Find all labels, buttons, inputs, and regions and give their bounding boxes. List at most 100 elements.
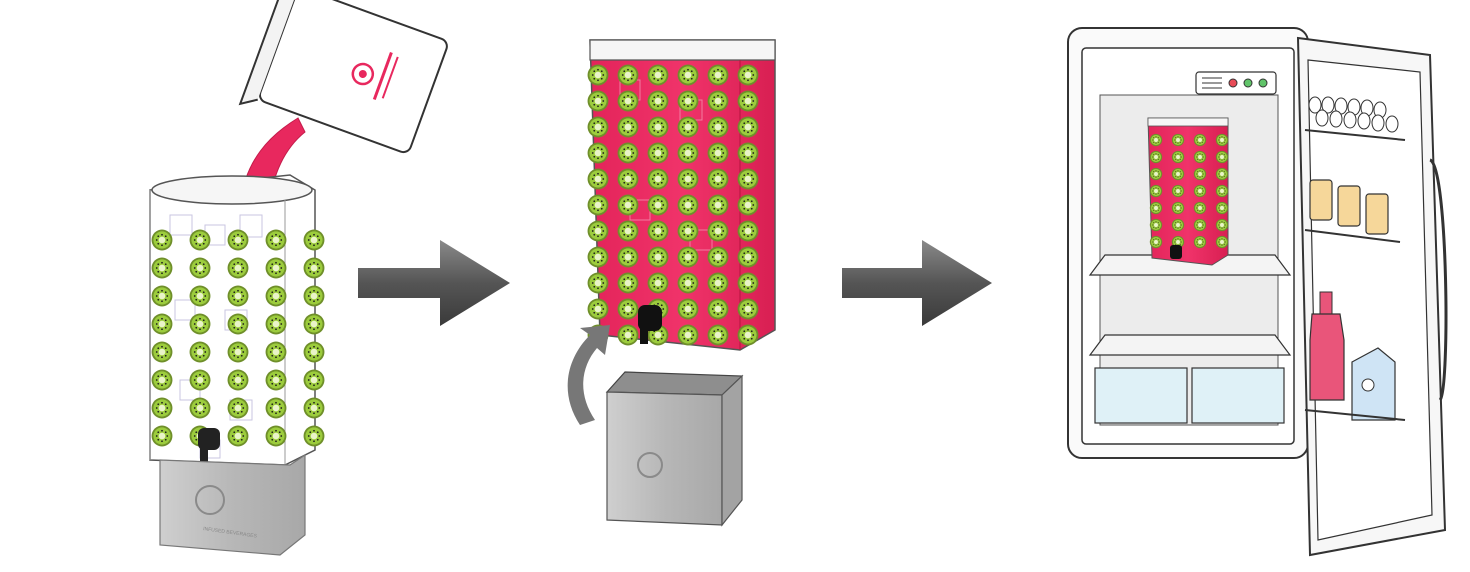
kiwi-slice-icon	[1193, 201, 1207, 215]
kiwi-slice-icon	[647, 246, 669, 268]
kiwi-slice-icon	[587, 90, 609, 112]
kiwi-slice-icon	[189, 313, 211, 335]
kiwi-slice-icon	[1193, 167, 1207, 181]
kiwi-slice-icon	[707, 90, 729, 112]
kiwi-slice-icon	[1171, 150, 1185, 164]
kiwi-slice-icon	[227, 313, 249, 335]
pouring-pitcher	[238, 0, 448, 154]
kiwi-slice-icon	[677, 272, 699, 294]
kiwi-slice-icon	[617, 220, 639, 242]
kiwi-slice-icon	[189, 257, 211, 279]
kiwi-slice-icon	[1171, 218, 1185, 232]
kiwi-slice-icon	[737, 272, 759, 294]
kiwi-slice-icon	[707, 324, 729, 346]
kiwi-slice-icon	[707, 272, 729, 294]
kiwi-slice-icon	[151, 229, 173, 251]
kiwi-slice-icon	[1193, 235, 1207, 249]
kiwi-slice-icon	[587, 168, 609, 190]
kiwi-slice-icon	[189, 285, 211, 307]
kiwi-slice-icon	[647, 220, 669, 242]
kiwi-slice-icon	[737, 90, 759, 112]
kiwi-slice-icon	[677, 116, 699, 138]
kiwi-slice-icon	[1193, 184, 1207, 198]
kiwi-slice-icon	[265, 397, 287, 419]
kiwi-slice-icon	[1215, 218, 1229, 232]
kiwi-slice-icon	[265, 285, 287, 307]
kiwi-slice-icon	[587, 246, 609, 268]
kiwi-slice-icon	[227, 397, 249, 419]
kiwi-slice-icon	[303, 397, 325, 419]
bottle	[1309, 291, 1345, 401]
kiwi-slice-icon	[617, 64, 639, 86]
kiwi-slice-icon	[189, 341, 211, 363]
kiwi-slice-icon	[587, 272, 609, 294]
kiwi-slice-icon	[647, 194, 669, 216]
kiwi-slice-icon	[737, 64, 759, 86]
kiwi-slice-icon	[587, 142, 609, 164]
kiwi-slice-icon	[707, 220, 729, 242]
kiwi-slice-icon	[737, 168, 759, 190]
kiwi-slice-icon	[647, 116, 669, 138]
kiwi-slice-icon	[265, 257, 287, 279]
kiwi-slice-icon	[151, 313, 173, 335]
kiwi-slice-icon	[1149, 201, 1163, 215]
step-pour: INFUSED BEVERAGES	[149, 0, 448, 556]
kiwi-slice-icon	[1171, 133, 1185, 147]
milk-carton	[1351, 347, 1396, 421]
kiwi-slice-icon	[227, 229, 249, 251]
kiwi-slice-icon	[617, 142, 639, 164]
kiwi-slice-icon	[303, 257, 325, 279]
kiwi-slice-icon	[707, 64, 729, 86]
butter-cans	[1309, 179, 1389, 235]
kiwi-slice-icon	[303, 229, 325, 251]
dispenser-1: INFUSED BEVERAGES	[149, 174, 325, 556]
kiwi-slice-icon	[1193, 218, 1207, 232]
kiwi-slice-icon	[151, 425, 173, 447]
kiwi-slice-icon	[265, 425, 287, 447]
arrow-right-icon	[358, 240, 510, 326]
kiwi-slice-icon	[647, 64, 669, 86]
dispenser-spigot-icon	[198, 428, 220, 464]
dispenser-in-fridge	[1147, 117, 1229, 266]
kiwi-slice-icon	[617, 194, 639, 216]
kiwi-slice-icon	[677, 64, 699, 86]
dispenser-2	[587, 39, 776, 351]
kiwi-slice-icon	[587, 194, 609, 216]
kiwi-slice-icon	[227, 341, 249, 363]
kiwi-slice-icon	[707, 168, 729, 190]
kiwi-slice-icon	[1215, 150, 1229, 164]
fridge-control-panel	[1195, 71, 1277, 95]
fridge-door	[1296, 36, 1448, 557]
kiwi-slice-icon	[677, 246, 699, 268]
kiwi-slice-icon	[677, 142, 699, 164]
arrow-right-icon	[842, 240, 992, 326]
kiwi-slice-icon	[151, 257, 173, 279]
kiwi-slice-icon	[737, 220, 759, 242]
kiwi-slice-icon	[677, 220, 699, 242]
kiwi-slice-icon	[737, 246, 759, 268]
dispenser-base-1: INFUSED BEVERAGES	[159, 453, 306, 556]
kiwi-slice-icon	[265, 313, 287, 335]
kiwi-slice-icon	[617, 90, 639, 112]
kiwi-slice-icon	[303, 425, 325, 447]
kiwi-slice-icon	[737, 142, 759, 164]
kiwi-slice-icon	[303, 313, 325, 335]
kiwi-slice-icon	[647, 272, 669, 294]
crisper-drawer	[1094, 367, 1188, 424]
kiwi-slice-icon	[189, 229, 211, 251]
kiwi-slice-icon	[303, 285, 325, 307]
kiwi-slice-icon	[303, 369, 325, 391]
kiwi-slice-icon	[1215, 133, 1229, 147]
kiwi-slice-icon	[265, 341, 287, 363]
kiwi-slice-icon	[617, 272, 639, 294]
step-lift	[567, 39, 776, 527]
kiwi-slice-icon	[647, 168, 669, 190]
kiwi-slice-icon	[265, 229, 287, 251]
egg-tray	[1308, 96, 1399, 133]
kiwi-slice-icon	[737, 298, 759, 320]
kiwi-slice-icon	[1215, 235, 1229, 249]
kiwi-slice-icon	[151, 341, 173, 363]
kiwi-slice-icon	[647, 90, 669, 112]
